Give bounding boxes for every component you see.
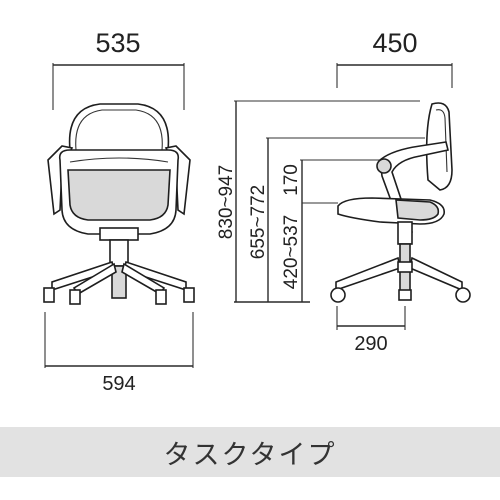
base-depth-label: 290 xyxy=(354,333,387,355)
base-depth-dimension: 290 xyxy=(336,306,406,355)
chair-side-drawing xyxy=(330,102,471,303)
armrest-offset-label: 170 xyxy=(281,164,302,196)
chair-front-drawing xyxy=(43,103,195,305)
seat-height-label: 420~537 xyxy=(281,215,302,290)
depth-label: 450 xyxy=(372,28,417,58)
side-view: 450 830~947 655~772 420~537 170 xyxy=(216,28,471,355)
base-width-label: 594 xyxy=(102,373,135,395)
armrest-height-label: 655~772 xyxy=(248,185,269,260)
overall-height-label: 830~947 xyxy=(216,165,237,240)
seat-width-label: 535 xyxy=(95,28,140,58)
caption-text: タスクタイプ xyxy=(163,439,337,471)
depth-dimension: 450 xyxy=(336,28,453,88)
base-width-dimension: 594 xyxy=(44,312,194,395)
caption-bar: タスクタイプ xyxy=(0,427,500,477)
front-view: 535 xyxy=(43,28,195,395)
seat-width-dimension: 535 xyxy=(52,28,185,110)
height-dimensions: 830~947 655~772 420~537 170 xyxy=(216,100,425,303)
